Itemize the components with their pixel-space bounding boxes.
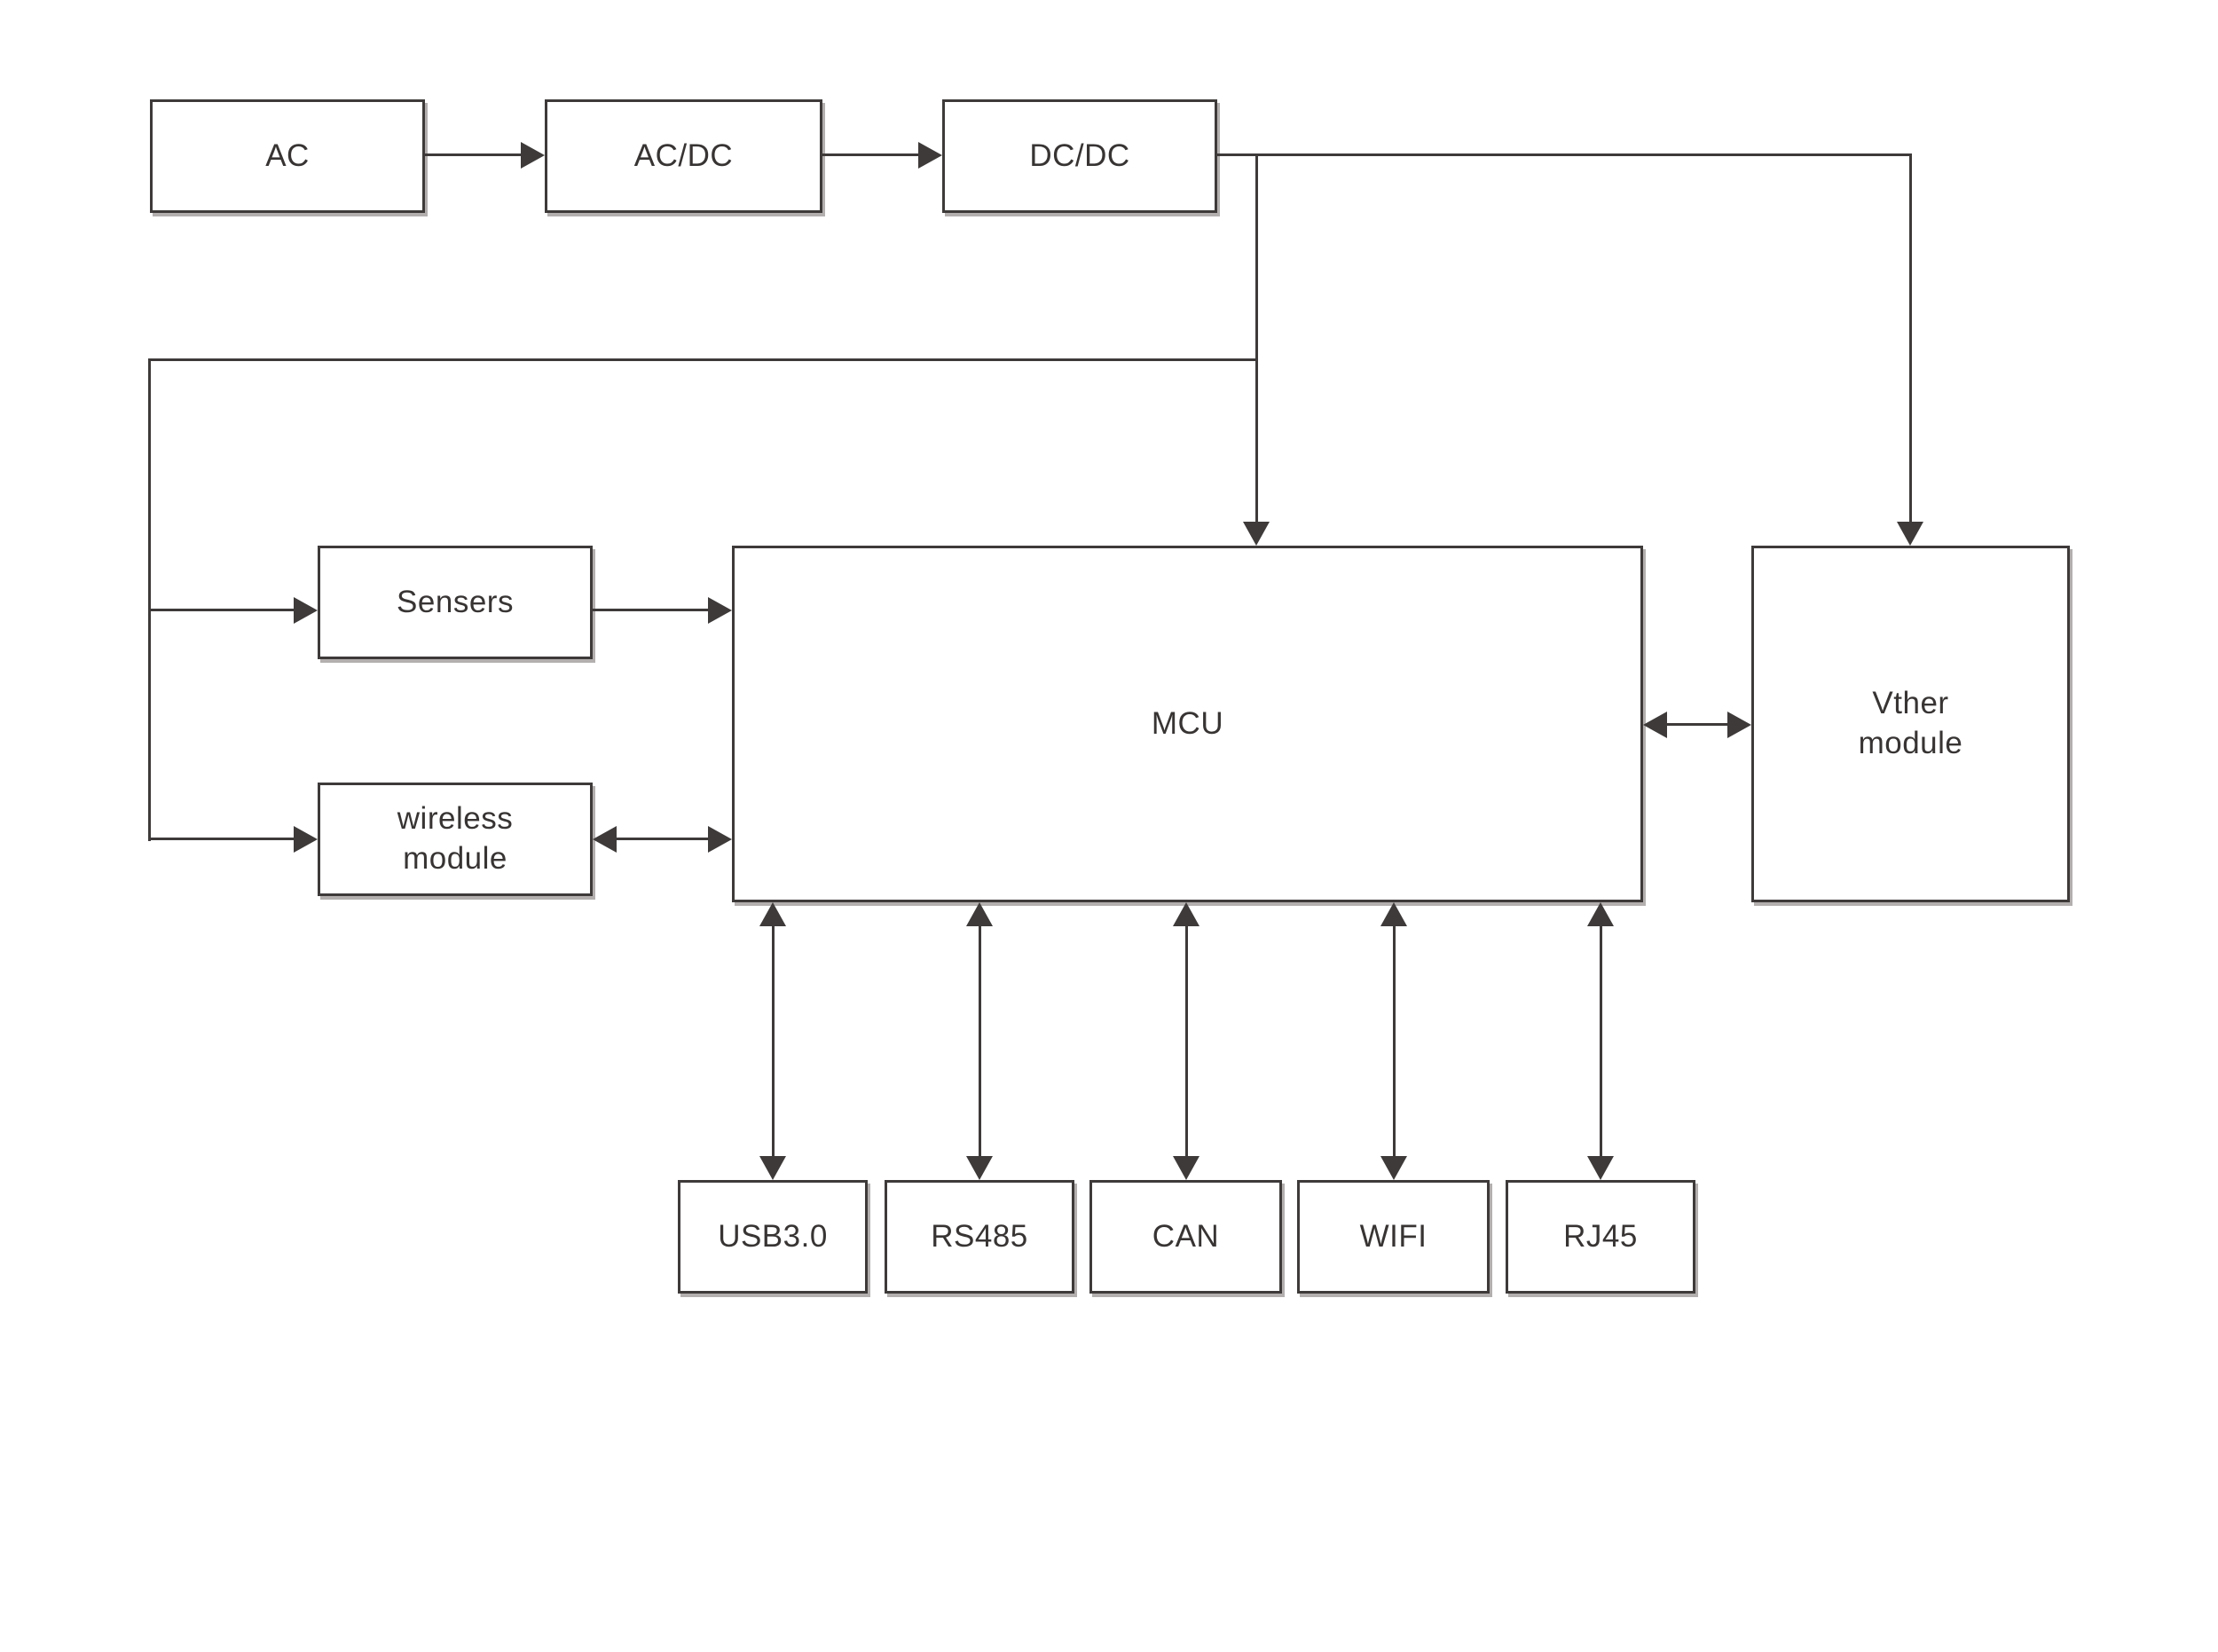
connector-acdc-to-dcdc [822, 153, 920, 156]
node-rj45-label: RJ45 [1563, 1218, 1638, 1254]
arrowhead-can-into-mcu [1173, 902, 1199, 926]
node-wifi-label: WIFI [1359, 1218, 1428, 1254]
connector-down-to-vther [1909, 153, 1912, 522]
node-wifi: WIFI [1297, 1180, 1490, 1294]
node-ac-dc: AC/DC [545, 99, 822, 213]
node-rs485-label: RS485 [931, 1218, 1028, 1254]
arrowhead-rs485-into-mcu [966, 902, 993, 926]
node-vther-module-label: Vther module [1858, 686, 1963, 760]
connector-west-rail [148, 358, 1257, 361]
connector-rail-to-wireless [148, 838, 294, 840]
node-rj45: RJ45 [1506, 1180, 1695, 1294]
connector-sensers-to-mcu [593, 609, 708, 611]
node-ac-dc-label: AC/DC [633, 138, 734, 173]
arrowhead-acdc-to-dcdc [918, 142, 942, 169]
node-sensers-label: Sensers [397, 584, 514, 619]
node-usb30-label: USB3.0 [718, 1218, 828, 1254]
connector-rail-to-sensers [148, 609, 294, 611]
node-wireless-module: wireless module [318, 783, 593, 896]
node-can: CAN [1089, 1180, 1282, 1294]
arrowhead-into-wireless [593, 826, 617, 853]
arrowhead-into-mcu-right [1643, 712, 1667, 738]
connector-wireless-mcu [617, 838, 708, 840]
arrowhead-mcu-into-wifi [1380, 1156, 1407, 1180]
connector-mcu-wifi [1393, 926, 1396, 1156]
node-mcu: MCU [732, 546, 1643, 902]
connector-mcu-can [1185, 926, 1188, 1156]
arrowhead-mcu-into-can [1173, 1156, 1199, 1180]
connector-mcu-rs485 [979, 926, 981, 1156]
arrowhead-rj45-into-mcu [1587, 902, 1614, 926]
arrowhead-into-vther-left [1727, 712, 1751, 738]
node-dc-dc-label: DC/DC [1029, 138, 1130, 173]
node-vther-module: Vther module [1751, 546, 2070, 902]
arrowhead-mcu-into-rs485 [966, 1156, 993, 1180]
connector-down-to-mcu [1255, 153, 1258, 522]
arrowhead-sensers-to-mcu [708, 597, 732, 624]
arrowhead-rail-to-sensers [294, 597, 318, 624]
connector-left-drop [148, 358, 151, 841]
node-wireless-module-label: wireless module [397, 801, 514, 876]
arrowhead-usb30-into-mcu [759, 902, 786, 926]
connector-ac-to-acdc [425, 153, 523, 156]
node-ac-label: AC [265, 138, 310, 173]
arrowhead-rail-to-wireless [294, 826, 318, 853]
arrowhead-to-vther-top [1897, 522, 1923, 546]
connector-mcu-rj45 [1600, 926, 1602, 1156]
arrowhead-wifi-into-mcu [1380, 902, 1407, 926]
arrowhead-mcu-into-usb30 [759, 1156, 786, 1180]
connector-mcu-usb30 [772, 926, 775, 1156]
arrowhead-to-mcu-top [1243, 522, 1270, 546]
node-sensers: Sensers [318, 546, 593, 659]
arrowhead-mcu-into-rj45 [1587, 1156, 1614, 1180]
connector-dcdc-east-rail [1217, 153, 1912, 156]
node-rs485: RS485 [885, 1180, 1074, 1294]
node-usb30: USB3.0 [678, 1180, 868, 1294]
arrowhead-ac-to-acdc [521, 142, 545, 169]
connector-mcu-vther [1667, 723, 1727, 726]
node-ac: AC [150, 99, 425, 213]
arrowhead-wireless-into-mcu [708, 826, 732, 853]
node-dc-dc: DC/DC [942, 99, 1217, 213]
node-mcu-label: MCU [1151, 705, 1224, 741]
node-can-label: CAN [1152, 1218, 1220, 1254]
